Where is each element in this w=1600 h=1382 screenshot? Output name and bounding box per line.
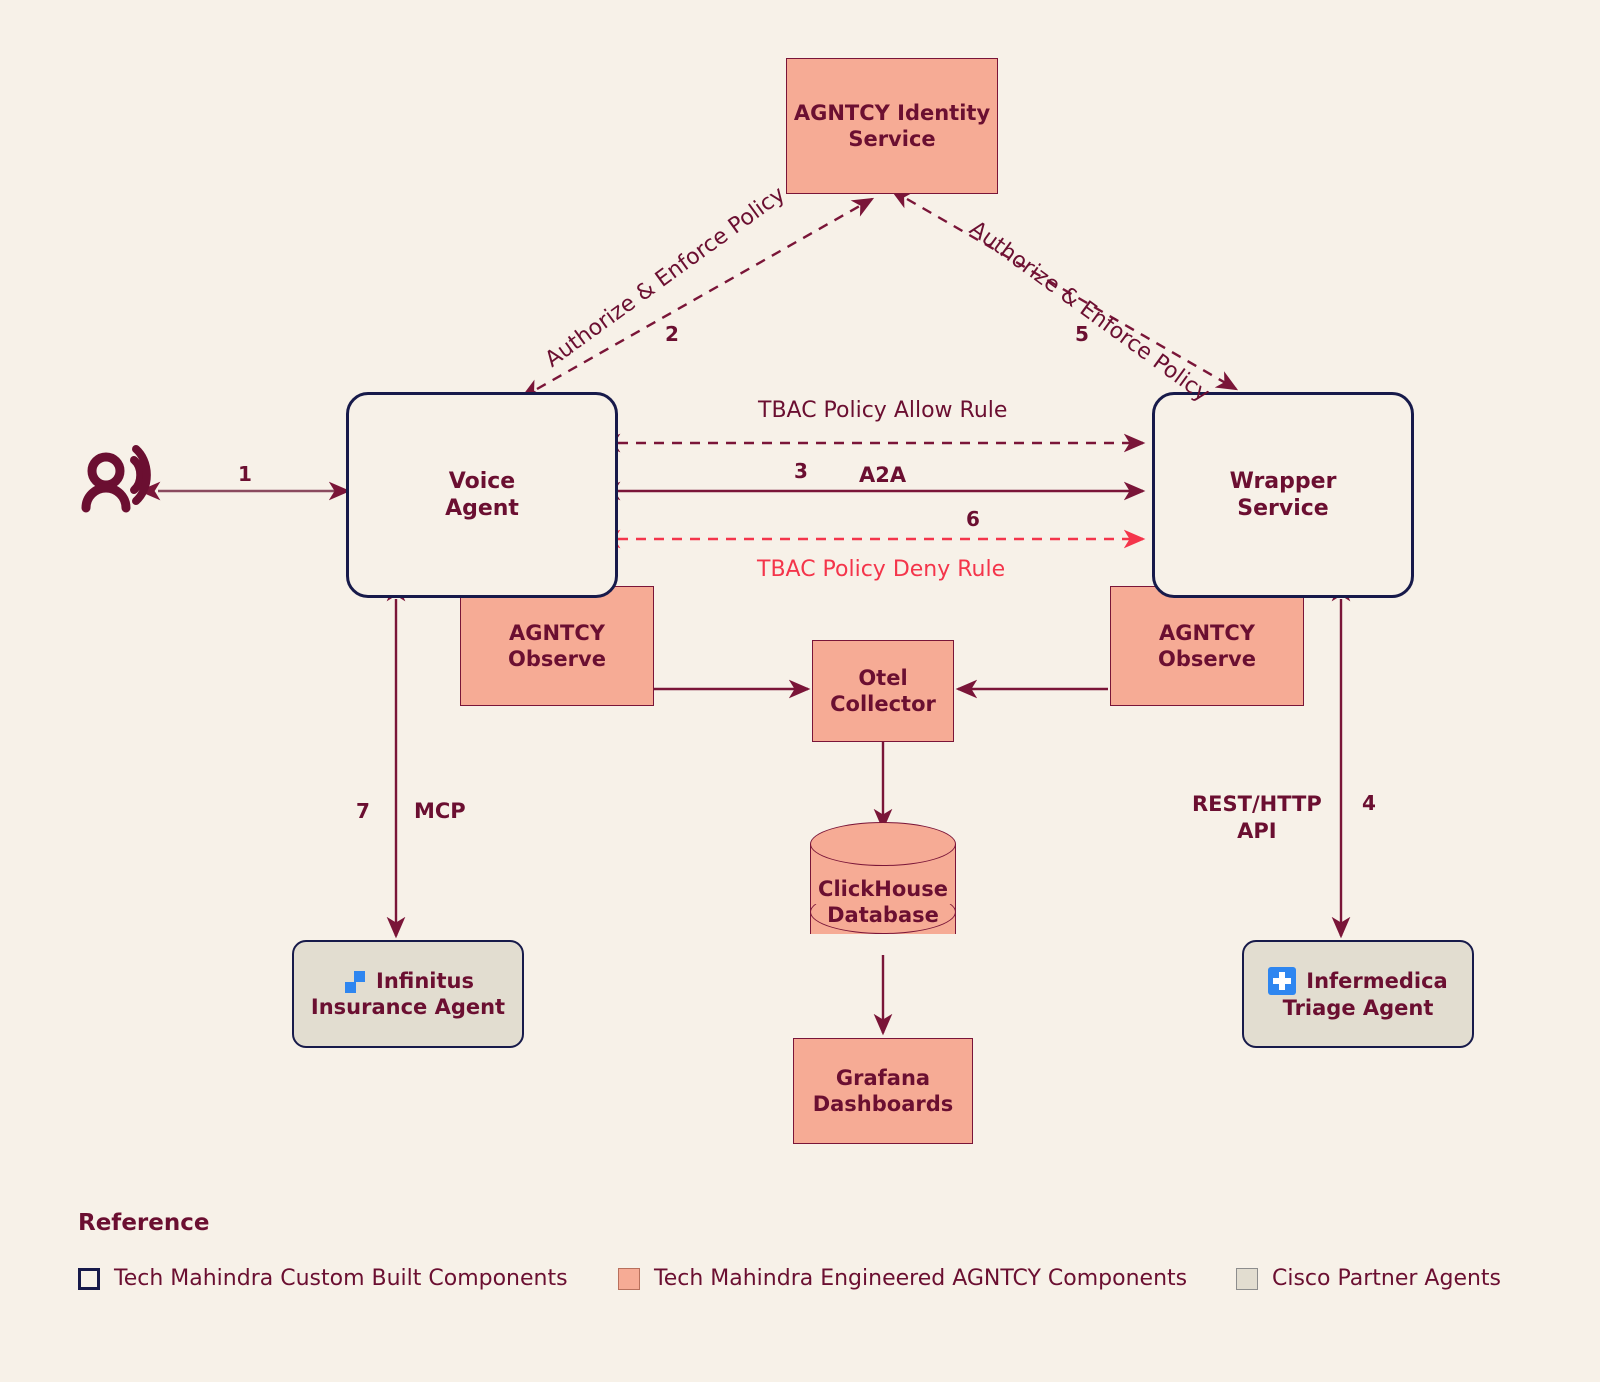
node-infermedica-triage-agent[interactable]: Infermedica Triage Agent (1242, 940, 1474, 1048)
edge-label-rest-http-api: REST/HTTP API (1192, 792, 1322, 844)
edge-number-7: 7 (356, 799, 370, 823)
node-label: AGNTCY Observe (1158, 620, 1256, 671)
legend-item-agntcy-components: Tech Mahindra Engineered AGNTCY Componen… (618, 1266, 1187, 1291)
edge-label-tbac-deny: TBAC Policy Deny Rule (757, 557, 1006, 582)
node-voice-agent[interactable]: Voice Agent (346, 392, 618, 598)
legend-swatch-partner (1236, 1267, 1258, 1290)
legend-label: Tech Mahindra Custom Built Components (114, 1266, 568, 1291)
node-otel-collector[interactable]: Otel Collector (812, 640, 954, 742)
node-label: AGNTCY Identity Service (793, 100, 991, 151)
legend-title: Reference (78, 1210, 210, 1236)
edge-number-2: 2 (665, 322, 679, 346)
node-label-line2: Insurance Agent (310, 995, 506, 1019)
speaking-user-icon (81, 445, 151, 513)
edge-label-mcp: MCP (414, 799, 466, 823)
edge-label-tbac-allow: TBAC Policy Allow Rule (758, 398, 1008, 423)
node-grafana-dashboards[interactable]: Grafana Dashboards (793, 1038, 973, 1144)
infermedica-logo-icon (1268, 966, 1297, 995)
node-agntcy-observe-right[interactable]: AGNTCY Observe (1110, 586, 1304, 706)
edge-number-1: 1 (238, 462, 252, 486)
node-label-line1: Infinitus (376, 968, 474, 993)
legend-item-custom-built: Tech Mahindra Custom Built Components (78, 1266, 568, 1291)
node-label: AGNTCY Observe (508, 620, 606, 671)
edge-label-a2a: A2A (859, 463, 907, 487)
node-label: ClickHouse Database (818, 877, 948, 928)
legend-swatch-agntcy (618, 1267, 640, 1290)
node-label-line2: Triage Agent (1282, 995, 1434, 1020)
infinitus-logo-icon (342, 968, 368, 994)
node-wrapper-service[interactable]: Wrapper Service (1152, 392, 1414, 598)
node-label: Voice Agent (445, 468, 519, 522)
node-agntcy-observe-left[interactable]: AGNTCY Observe (460, 586, 654, 706)
legend-label: Cisco Partner Agents (1272, 1266, 1502, 1291)
legend-label: Tech Mahindra Engineered AGNTCY Componen… (654, 1266, 1188, 1291)
node-label: Wrapper Service (1229, 468, 1337, 522)
legend-item-cisco-partner-agents: Cisco Partner Agents (1236, 1266, 1501, 1291)
edge-voice-agent-identity (520, 197, 875, 399)
edge-number-5: 5 (1075, 322, 1089, 346)
cylinder-top-ellipse (810, 822, 956, 866)
edge-number-3: 3 (794, 459, 808, 483)
legend-swatch-custom-built (78, 1267, 100, 1290)
edge-label-authorize-enforce-right: Authorize & Enforce Policy (964, 216, 1214, 408)
edge-number-4: 4 (1362, 791, 1376, 815)
node-label: Otel Collector (830, 665, 936, 716)
node-clickhouse-database[interactable]: ClickHouse Database (810, 822, 956, 956)
node-label: Grafana Dashboards (812, 1065, 954, 1116)
legend: Reference Tech Mahindra Custom Built Com… (78, 1210, 1501, 1291)
node-label-line1: Infermedica (1306, 968, 1448, 993)
node-infinitus-insurance-agent[interactable]: Infinitus Insurance Agent (292, 940, 524, 1048)
edge-number-6: 6 (966, 507, 980, 531)
node-agntcy-identity-service[interactable]: AGNTCY Identity Service (786, 58, 998, 194)
